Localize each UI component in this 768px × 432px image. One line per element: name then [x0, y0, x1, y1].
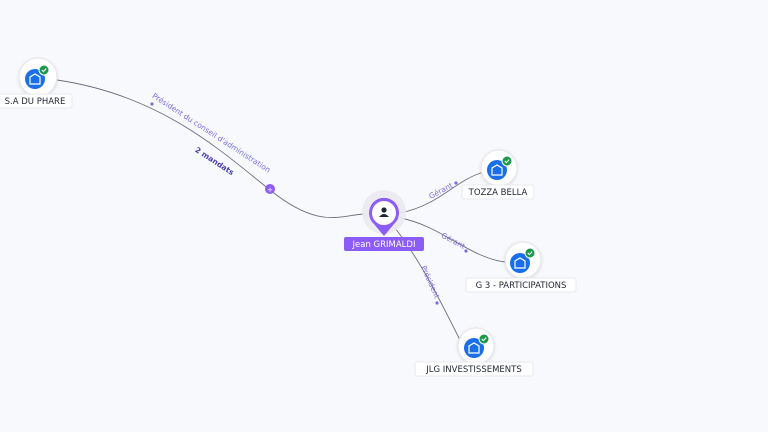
edge-role-tozza: Gérant — [427, 181, 454, 201]
edge-duphare — [56, 79, 366, 219]
verified-check-icon — [38, 64, 50, 76]
edge-label-jlg: Président — [419, 264, 441, 300]
person-name: Jean GRIMALDI — [352, 240, 416, 250]
company-node-tozza[interactable]: TOZZA BELLA — [461, 149, 535, 200]
edge-g3 — [399, 217, 506, 263]
company-name: JLG INVESTISSEMENTS — [425, 365, 522, 375]
badge-mandats[interactable]: + — [265, 184, 275, 194]
edge-label-duphare: Président du conseil d'administration 2 … — [151, 91, 273, 177]
edge-role-g3: Gérant — [440, 231, 467, 251]
edge-tozza — [399, 171, 485, 214]
company-node-duphare[interactable]: S.A DU PHARE — [0, 57, 73, 109]
edge-label-tozza: Gérant — [427, 181, 454, 201]
person-node[interactable]: Jean GRIMALDI — [344, 190, 424, 251]
verified-check-icon — [524, 247, 536, 259]
plus-icon: + — [267, 186, 273, 194]
edge-arrow — [464, 249, 468, 253]
edge-label-g3: Gérant — [440, 231, 467, 251]
edge-role-jlg: Président — [419, 264, 441, 300]
company-node-jlg[interactable]: JLG INVESTISSEMENTS — [414, 327, 534, 377]
edge-arrow — [435, 301, 439, 305]
verified-check-icon — [501, 155, 513, 167]
edge-arrow — [454, 181, 458, 185]
company-node-g3[interactable]: G 3 - PARTICIPATIONS — [465, 241, 577, 293]
edge-arrow — [150, 102, 154, 106]
verified-check-icon — [478, 333, 490, 345]
person-icon — [379, 207, 389, 217]
company-name: TOZZA BELLA — [468, 188, 528, 198]
company-name: G 3 - PARTICIPATIONS — [476, 281, 567, 291]
company-name: S.A DU PHARE — [5, 97, 66, 107]
